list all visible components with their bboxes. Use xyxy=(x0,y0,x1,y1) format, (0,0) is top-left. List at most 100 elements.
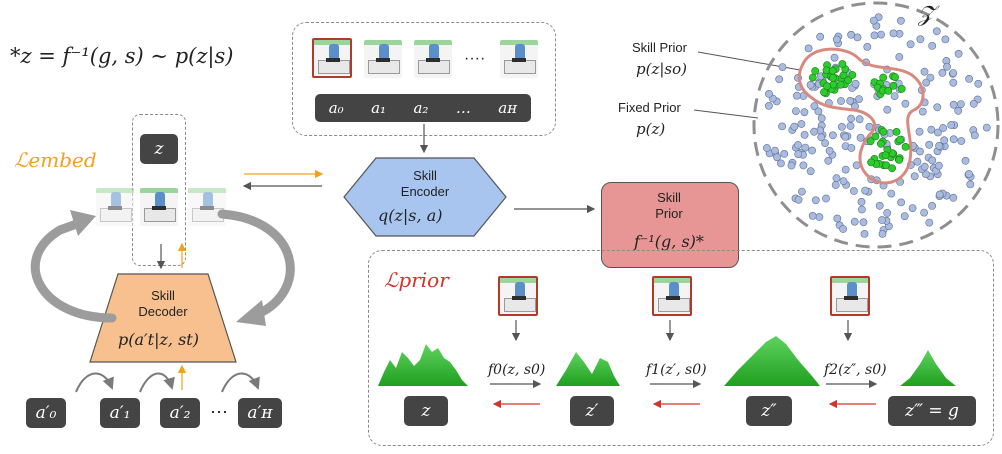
fixed-prior-sample xyxy=(920,67,929,76)
fixed-prior-sample xyxy=(764,102,773,110)
decoded-action-1: a′₁ xyxy=(100,398,140,428)
fixed-prior-sample xyxy=(916,35,925,44)
fixed-prior-sample xyxy=(861,186,869,195)
fixed-prior-sample xyxy=(970,131,979,140)
skill-prior-region xyxy=(797,47,925,185)
fixed-prior-sample xyxy=(928,156,937,165)
fixed-prior-sample xyxy=(982,123,991,132)
flow-box-z: z xyxy=(404,396,448,426)
fixed-prior-sample xyxy=(935,141,943,150)
fixed-prior-sample xyxy=(846,97,855,105)
fixed-prior-sample xyxy=(775,75,784,84)
fixed-prior-sample xyxy=(830,53,839,62)
fixed-prior-sample xyxy=(940,136,949,145)
fixed-prior-sample xyxy=(839,225,847,233)
skill-prior-sample xyxy=(891,73,899,81)
skill-prior-sample xyxy=(889,81,898,90)
fixed-prior-sample xyxy=(808,211,817,220)
fixed-prior-sample xyxy=(776,159,785,168)
fixed-prior-sample xyxy=(966,180,975,189)
fixed-prior-sample xyxy=(839,177,848,185)
skill-prior-sample xyxy=(881,151,890,160)
fixed-prior-sample xyxy=(816,32,825,41)
fixed-prior-sample xyxy=(949,193,958,202)
skill-prior-box xyxy=(601,182,739,268)
flow-box-z-prime: z′ xyxy=(570,396,614,426)
fixed-prior-sample xyxy=(817,114,826,123)
fixed-prior-sample xyxy=(928,42,937,50)
loss-prior-label: ℒprior xyxy=(384,268,449,292)
fixed-prior-sample xyxy=(793,91,801,100)
fixed-prior-sample xyxy=(814,107,823,116)
fixed-prior-sample xyxy=(925,218,934,227)
decoded-action-0: a′₀ xyxy=(26,398,66,428)
fixed-prior-sample xyxy=(938,69,947,77)
demo-frame-2 xyxy=(364,40,402,78)
recon-frame-next xyxy=(188,188,226,226)
fixed-prior-sample xyxy=(787,161,796,170)
formula-text: *z = f⁻¹(g, s) ∼ p(z|s) xyxy=(10,44,234,68)
fixed-prior-sample xyxy=(920,208,928,217)
fixed-prior-sample xyxy=(778,63,787,71)
fixed-prior-sample xyxy=(883,209,892,217)
encoder-title-line1: Skill xyxy=(413,168,437,183)
skill-prior-sample xyxy=(896,135,904,144)
fixed-prior-sample xyxy=(965,75,973,83)
fixed-prior-sample xyxy=(915,127,924,136)
fixed-prior-sample xyxy=(855,115,864,124)
fixed-prior-sample xyxy=(850,187,858,195)
fixed-prior-sample xyxy=(847,114,855,123)
skill-prior-density-formula: p(z|so) xyxy=(636,60,687,78)
fixed-prior-sample xyxy=(833,214,842,223)
fixed-prior-sample xyxy=(869,16,878,25)
skill-prior-sample xyxy=(897,85,906,93)
prior-title-line2: Prior xyxy=(655,206,683,221)
action-label-0: a₀ xyxy=(328,99,344,117)
fixed-prior-sample xyxy=(859,218,868,227)
fixed-prior-sample xyxy=(935,190,944,199)
skill-prior-sample xyxy=(901,142,910,151)
fixed-prior-sample xyxy=(900,212,909,221)
goal-frame-3 xyxy=(830,276,870,316)
fixed-prior-sample xyxy=(956,100,965,108)
fixed-prior-sample xyxy=(810,127,818,136)
decoded-action-2: a′₂ xyxy=(160,398,200,428)
fixed-prior-sample xyxy=(969,99,978,108)
fixed-prior-sample xyxy=(922,78,931,87)
skill-encoder-title: Skill Encoder xyxy=(342,168,508,200)
action-label-ellipsis: … xyxy=(455,99,471,117)
encoder-title-line2: Encoder xyxy=(400,184,450,199)
skill-prior-sample xyxy=(838,60,847,68)
fixed-prior-sample xyxy=(916,147,924,156)
skill-decoder-shape xyxy=(89,273,237,363)
fixed-prior-sample xyxy=(949,135,958,144)
fixed-prior-sample xyxy=(949,78,958,87)
fixed-prior-sample xyxy=(863,43,872,51)
fixed-prior-sample xyxy=(825,146,834,155)
flow-function-2: f2(z″, s0) xyxy=(824,362,887,378)
fixed-prior-sample xyxy=(811,196,820,205)
recon-frame-prev xyxy=(96,188,134,226)
fixed-prior-sample xyxy=(932,27,941,36)
fixed-prior-sample xyxy=(949,69,958,77)
fixed-prior-sample xyxy=(800,108,809,117)
fixed-prior-sample xyxy=(974,79,983,88)
decoded-action-H: a′ʜ xyxy=(238,398,282,428)
skill-prior-sample xyxy=(828,66,837,75)
fixed-prior-sample xyxy=(933,103,942,112)
fixed-prior-sample xyxy=(887,189,896,198)
fixed-prior-sample xyxy=(832,35,841,44)
fixed-prior-sample xyxy=(808,146,816,155)
fixed-prior-sample xyxy=(853,33,862,42)
fixed-prior-sample xyxy=(870,31,879,40)
flow-box-z-double-prime: z″ xyxy=(746,396,792,426)
fixed-prior-sample xyxy=(856,133,865,142)
action-sequence-bar: a₀ a₁ a₂ … aʜ xyxy=(315,94,531,122)
fixed-prior-sample xyxy=(799,161,808,170)
skill-prior-title: Skill Prior xyxy=(601,190,737,222)
fixed-prior-sample xyxy=(780,149,789,158)
prior-formula: f⁻¹(g, s)* xyxy=(634,232,704,251)
decoded-ellipsis: ⋯ xyxy=(210,402,228,422)
flow-function-0: f0(z, s0) xyxy=(488,362,546,378)
